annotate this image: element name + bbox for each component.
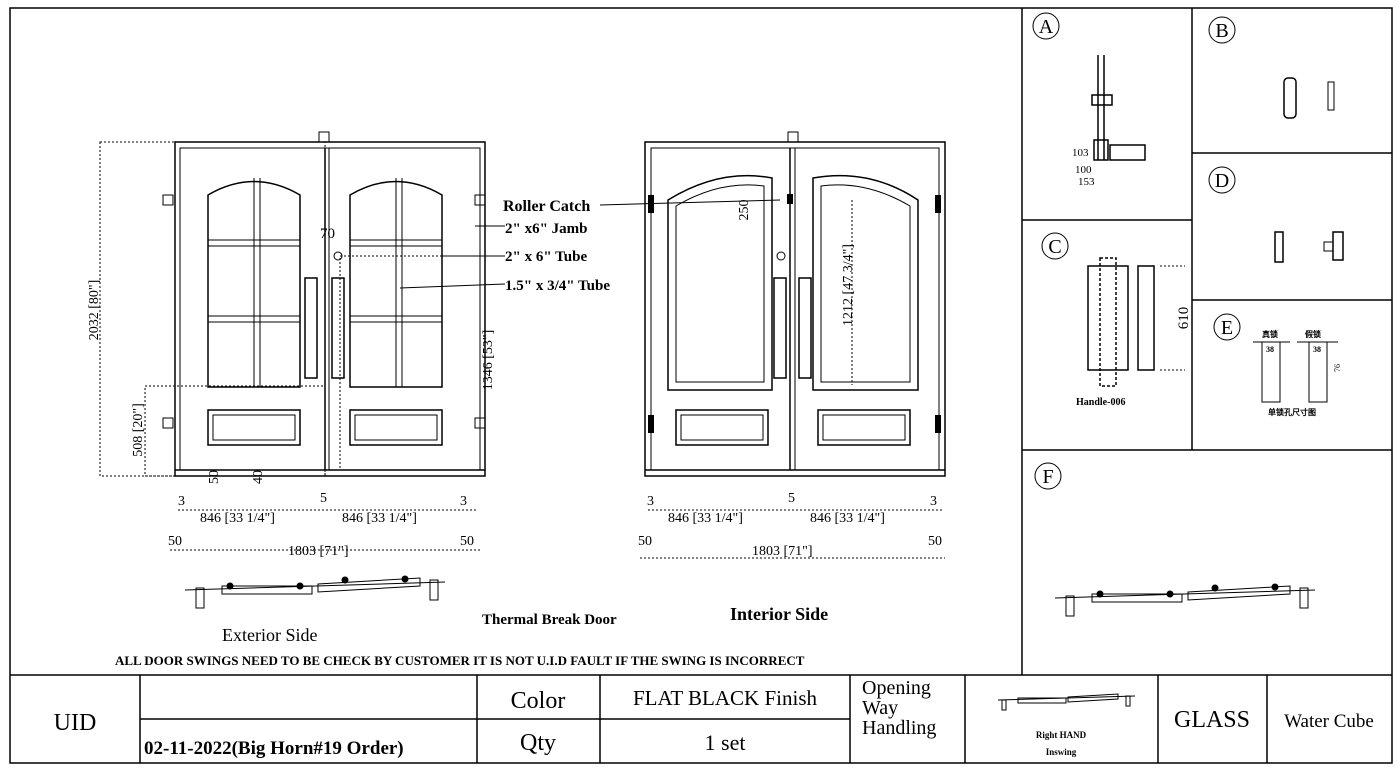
swing-hand: Right HAND	[1036, 730, 1087, 740]
real-lock-label: 真锁	[1262, 329, 1278, 339]
swing-direction: Inswing	[1046, 747, 1077, 757]
title-block: UID 02-11-2022(Big Horn#19 Order) Color …	[54, 678, 1374, 759]
callouts: Roller Catch 2" x6" Jamb 2" x 6" Tube 1.…	[399, 198, 781, 294]
dim-lower-panel: 508 [20"]	[131, 403, 146, 457]
interior-door-elevation	[640, 131, 946, 559]
dim-50: 50	[928, 534, 942, 549]
dim-glass: 1346 [53"]	[481, 330, 496, 391]
dim-38: 38	[1266, 345, 1274, 354]
detail-b: B	[1208, 16, 1335, 119]
dim-3: 3	[930, 494, 937, 509]
interior-dimensions: 250 1212 [47 3/4"] 3 5 3 846 [33 1/4"] 8…	[638, 200, 942, 560]
detail-c: C 610 Handle-006	[1041, 232, 1192, 408]
qty-value: 1 set	[705, 730, 746, 755]
swing-plan-exterior	[184, 575, 446, 609]
thermal-break-label: Thermal Break Door	[482, 612, 617, 628]
dim-40: 40	[251, 470, 266, 484]
dim-3: 3	[178, 494, 185, 509]
detail-e: E 真锁 假锁 38 38 76 单锁孔尺寸图	[1213, 313, 1342, 417]
dim-103: 103	[1072, 147, 1089, 159]
roller-catch-label: Roller Catch	[503, 198, 590, 215]
uid-label: UID	[54, 710, 97, 736]
sheet-frame	[9, 7, 1393, 764]
handle-model-label: Handle-006	[1076, 397, 1125, 408]
dim-leaf: 846 [33 1/4"]	[668, 511, 743, 526]
opening-way-label: Opening Way Handling	[862, 678, 937, 739]
dim-total: 1803 [71"]	[752, 544, 813, 559]
qty-label: Qty	[520, 730, 556, 756]
detail-label: F	[1042, 466, 1053, 488]
detail-label: D	[1215, 170, 1229, 192]
dim-leaf: 846 [33 1/4"]	[342, 511, 417, 526]
exterior-side-label: Exterior Side	[222, 625, 317, 645]
dim-70: 70	[320, 226, 335, 242]
dim-5: 5	[788, 491, 795, 506]
dim-76: 76	[1333, 364, 1342, 372]
color-value: FLAT BLACK Finish	[633, 686, 817, 710]
dummy-lock-label: 假锁	[1305, 329, 1321, 339]
small-tube-label: 1.5" x 3/4" Tube	[505, 278, 610, 294]
swing-icon	[997, 693, 1136, 711]
detail-a: A 103 100 153	[1032, 12, 1146, 188]
detail-label: A	[1039, 16, 1054, 38]
order-info: 02-11-2022(Big Horn#19 Order)	[144, 738, 404, 759]
dim-50: 50	[207, 470, 222, 484]
dim-3: 3	[647, 494, 654, 509]
dim-50: 50	[460, 534, 474, 549]
dim-610: 610	[1176, 307, 1192, 330]
dim-leaf: 846 [33 1/4"]	[200, 511, 275, 526]
exterior-dimensions: 2032 [80"] 508 [20"] 1346 [53"] 70 50 40…	[87, 226, 496, 559]
swing-warning: ALL DOOR SWINGS NEED TO BE CHECK BY CUST…	[115, 653, 805, 668]
swing-plan-f	[1054, 583, 1316, 617]
dim-100: 100	[1075, 164, 1092, 176]
dim-leaf: 846 [33 1/4"]	[810, 511, 885, 526]
glass-label: GLASS	[1174, 707, 1250, 733]
dim-50: 50	[168, 534, 182, 549]
detail-f: F	[1034, 462, 1062, 490]
dim-50: 50	[638, 534, 652, 549]
jamb-label: 2" x6" Jamb	[505, 221, 588, 237]
dim-38: 38	[1313, 345, 1321, 354]
interior-side-label: Interior Side	[730, 604, 828, 624]
lock-hole-caption: 单锁孔尺寸图	[1268, 407, 1316, 417]
exterior-door-elevation	[99, 131, 486, 551]
tube-label: 2" x 6" Tube	[505, 249, 587, 265]
dim-3: 3	[460, 494, 467, 509]
detail-label: C	[1048, 236, 1061, 258]
dim-5: 5	[320, 491, 327, 506]
detail-label: B	[1215, 20, 1228, 42]
dim-height: 2032 [80"]	[87, 280, 102, 341]
color-label: Color	[511, 688, 566, 714]
dim-total: 1803 [71"]	[288, 544, 349, 559]
detail-label: E	[1221, 317, 1233, 339]
glass-value: Water Cube	[1284, 711, 1374, 732]
dim-1212: 1212 [47 3/4"]	[841, 244, 856, 326]
dim-153: 153	[1078, 176, 1095, 188]
dim-250: 250	[737, 200, 752, 221]
detail-d: D	[1208, 166, 1344, 263]
